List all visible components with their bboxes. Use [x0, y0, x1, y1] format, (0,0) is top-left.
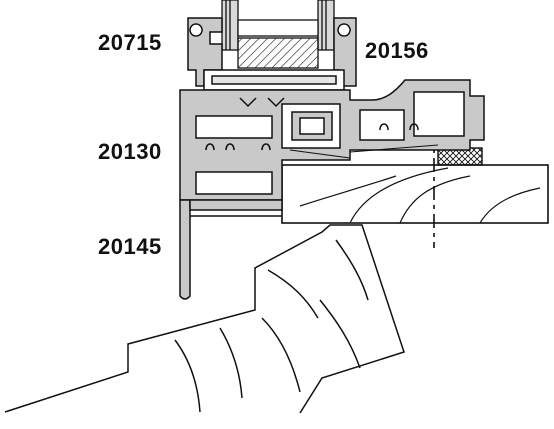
wall-masonry — [4, 224, 405, 414]
timber-sill — [281, 164, 549, 224]
frame-profile-20130 — [179, 79, 485, 201]
profile-20145 — [179, 199, 283, 300]
sash-profile-20715 — [187, 17, 357, 91]
part-label-20145: 20145 — [98, 234, 162, 259]
part-label-20156: 20156 — [365, 38, 429, 63]
part-label-20130: 20130 — [98, 139, 162, 164]
part-label-20715: 20715 — [98, 30, 162, 55]
glass-unit — [221, 0, 335, 69]
